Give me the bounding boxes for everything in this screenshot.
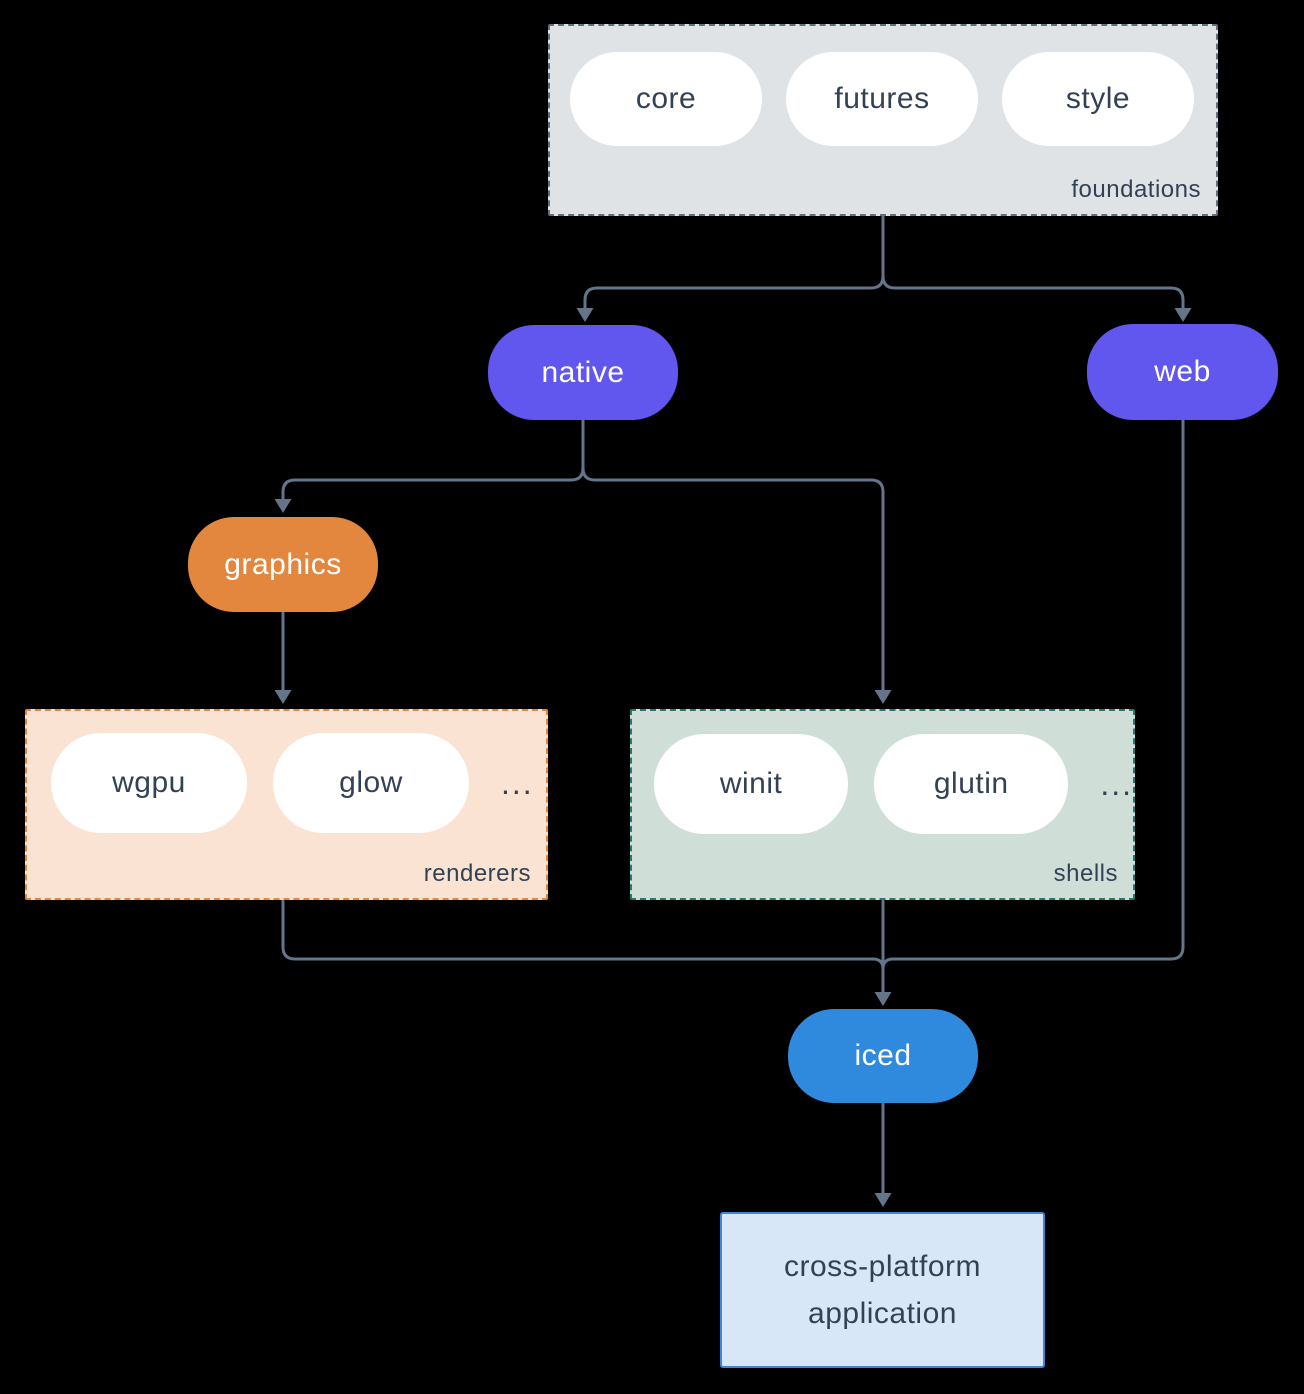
node-style: style [1002, 52, 1194, 146]
arrowhead-application [874, 1193, 892, 1207]
renderers-group: wgpu glow ... renderers [25, 709, 548, 900]
application-label-line1: cross-platform [783, 1250, 982, 1283]
node-graphics: graphics [188, 517, 378, 612]
node-winit: winit [654, 734, 849, 834]
shells-ellipsis: ... [1100, 765, 1133, 802]
edge-web-merge [891, 418, 1185, 961]
edge-renderers-merge [281, 899, 875, 961]
edge-native-shells [581, 466, 885, 693]
renderers-ellipsis: ... [501, 764, 534, 801]
arrowhead-shells [874, 690, 892, 704]
renderers-label: renderers [423, 860, 531, 887]
shells-group: winit glutin ... shells [630, 709, 1135, 900]
arrowhead-graphics [274, 499, 292, 513]
renderers-pill-row: wgpu glow ... [27, 711, 546, 833]
node-wgpu: wgpu [51, 733, 247, 833]
edge-native-graphics [281, 466, 585, 502]
arrowhead-iced [874, 992, 892, 1006]
edge-foundations-native [583, 274, 885, 311]
application-label-line2: application [808, 1297, 957, 1330]
edge-foundations-web [881, 274, 1185, 311]
node-glow: glow [273, 733, 469, 833]
foundations-pill-row: core futures style [550, 26, 1216, 146]
node-web: web [1087, 324, 1278, 420]
node-iced: iced [788, 1009, 978, 1103]
node-glutin: glutin [874, 734, 1069, 834]
foundations-label: foundations [1071, 176, 1201, 203]
arrowhead-native [576, 308, 594, 322]
foundations-group: core futures style foundations [548, 24, 1218, 216]
cross-platform-application-node: cross-platform application [720, 1212, 1045, 1368]
arrowheads [274, 308, 1192, 1207]
node-futures: futures [786, 52, 978, 146]
node-native: native [488, 325, 678, 420]
shells-pill-row: winit glutin ... [632, 711, 1133, 834]
arrowhead-web [1174, 308, 1192, 322]
arrowhead-renderers [274, 690, 292, 704]
shells-label: shells [1053, 860, 1118, 887]
node-core: core [570, 52, 762, 146]
